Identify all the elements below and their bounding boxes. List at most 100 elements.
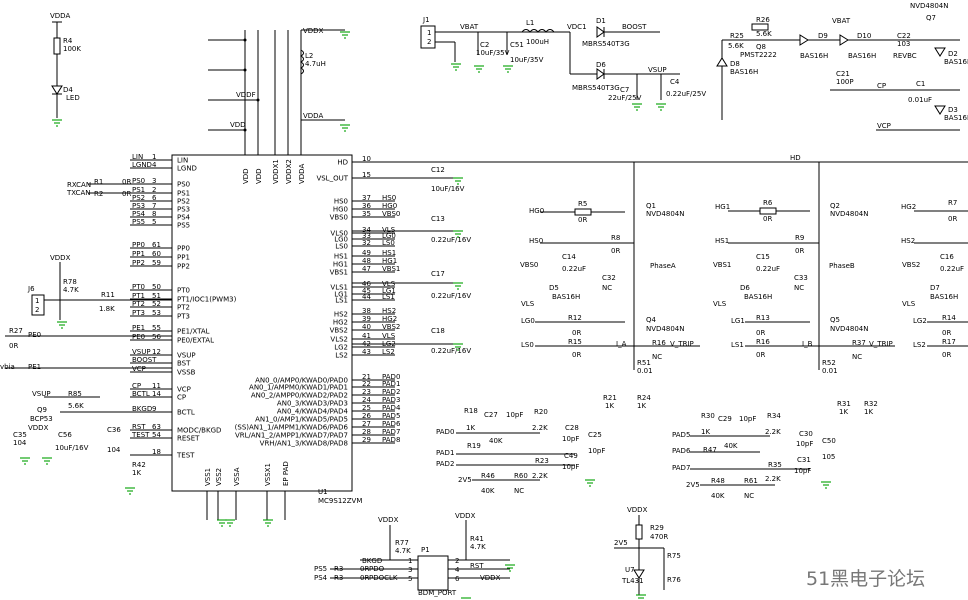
c27-val: 10pF <box>562 435 579 443</box>
r3-val: 0R <box>360 565 369 573</box>
ground-icon <box>453 177 463 185</box>
d6-ref: D6 <box>596 61 606 69</box>
c36-ref: C36 <box>107 426 121 434</box>
c2-val: 10uF/35V <box>476 49 510 57</box>
r27-val: 0R <box>9 342 18 350</box>
mcu-left-pin-num: 54 <box>152 431 161 439</box>
r41-val: 4.7K <box>470 543 486 551</box>
c12-ref: C12 <box>431 166 445 174</box>
mcu-left-pin-name: MODC/BKGD <box>177 427 221 435</box>
mcu-left-pin-num: 11 <box>152 382 161 390</box>
c31-val: 105 <box>822 453 835 461</box>
r85-val: 5.6K <box>68 402 84 410</box>
charge-pump: VBAT R25 5.6K R26 5.6K Q8 PMST2222 D8 BA… <box>716 2 968 131</box>
mcu-right-pin-name: AN0_4/KWAD4/PAD4 <box>277 408 349 416</box>
c17-val: 0.22uF/16V <box>431 292 471 300</box>
mcu-left-pin-name: VCP <box>177 386 191 394</box>
r47-ref: R47 <box>703 446 717 454</box>
d5-val: BAS16H <box>552 293 580 301</box>
mcu-left-pin-name: PS3 <box>177 206 190 214</box>
j6-pin1: 1 <box>35 297 39 305</box>
mcu-right-pin-name: LG0 <box>334 236 348 244</box>
mcu-top-pin-name: VDDX2 <box>285 159 293 184</box>
net-hg1-b: HG1 <box>715 203 730 211</box>
r75-ref: R75 <box>667 552 681 560</box>
r1-ref: R1 <box>94 178 103 186</box>
net-vddx-bdm2: VDDX <box>455 512 476 520</box>
ground-icon <box>632 103 642 111</box>
net-vtrip-b: V_TRIP <box>869 340 893 348</box>
net-vls-b: VLS <box>713 300 727 308</box>
mcu-left-pin-num: 7 <box>152 202 156 210</box>
mcu-right-pin-num: 25 <box>362 404 371 412</box>
c15-val: 0.22uF <box>756 265 780 273</box>
ground-icon <box>52 119 62 127</box>
r41-ref: R41 <box>470 535 484 543</box>
top-supply-wires <box>208 29 345 155</box>
mcu-right-pin-num: 23 <box>362 388 371 396</box>
net-vddc: VDDX <box>28 424 49 432</box>
net-vdc1: VDC1 <box>567 23 587 31</box>
net-hg2-c: HG2 <box>901 203 916 211</box>
mcu-right-pin-num: 47 <box>362 265 371 273</box>
net-hd: HD <box>790 154 801 162</box>
d8-val: BAS16H <box>730 68 758 76</box>
r48-val: 40K <box>711 492 725 500</box>
mcu-right-pin-name: AN0_2/AMPP0/KWAD2/PAD2 <box>251 392 348 400</box>
mcu-left-pin-name: PS5 <box>177 222 190 230</box>
mcu-left-net: RST <box>132 423 146 431</box>
r24-val: 1K <box>637 402 646 410</box>
bdm-pin4: 4 <box>455 566 460 574</box>
net-vls-c: VLS <box>902 300 916 308</box>
r77-ref: R77 <box>395 539 409 547</box>
mcu-left-pin-num: 6 <box>152 194 157 202</box>
mcu-left-pin-name: PT1/IOC1(PWM3) <box>177 296 237 304</box>
mcu-left-pin-name: PS4 <box>177 214 191 222</box>
d6b-ref: D6 <box>740 284 750 292</box>
ground-icon <box>340 31 350 39</box>
mcu-left-pin-name: PT2 <box>177 304 190 312</box>
r11-ref: R11 <box>101 291 115 299</box>
mcu-right-pin-num: 38 <box>362 307 371 315</box>
ground-icon <box>503 65 513 73</box>
c16-val: 0.22uF <box>940 265 964 273</box>
r26-val: 5.6K <box>756 30 772 38</box>
q9-ref: Q9 <box>37 406 47 414</box>
r46-ref: R46 <box>481 472 495 480</box>
net-pad2: PAD2 <box>436 460 454 468</box>
net-vbs1-b: VBS1 <box>713 261 731 269</box>
c29-val: 10pF <box>796 440 813 448</box>
mcu-left-pin-num: 5 <box>152 218 156 226</box>
r8-val: 0R <box>611 247 620 255</box>
mcu-right-pin-name: VRH/AN1_3/KWAD8/PAD8 <box>260 440 348 448</box>
bdm-pin6: 6 <box>455 575 460 583</box>
c14-ref: C14 <box>562 253 576 261</box>
d9-ref: D9 <box>818 32 828 40</box>
c29-ref: C30 <box>799 430 813 438</box>
r35-val: 2.2K <box>765 475 781 483</box>
r42-ref: R42 <box>132 461 146 469</box>
mcu-left-pin-name: LGND <box>177 165 197 173</box>
d8-ref: D8 <box>730 60 740 68</box>
d9-val: BAS16H <box>800 52 828 60</box>
net-pe1: PE1 <box>28 363 41 371</box>
mcu-left-pin-num: 50 <box>152 283 161 291</box>
mcu-right-pin-num: 46 <box>362 280 371 288</box>
mcu-right-net: HS1 <box>382 249 396 257</box>
mcu-right-pin-num: 34 <box>362 226 371 234</box>
mcu-bottom-pin-name: VSS1 <box>204 468 212 486</box>
mcu-part: MC9S12ZVM <box>318 497 362 505</box>
r51-val: 0.01 <box>637 367 653 375</box>
r8-ref: R8 <box>611 234 620 242</box>
mcu-left-net: PS1 <box>132 186 145 194</box>
r76-ref: R76 <box>667 576 681 584</box>
net-hs2-c: HS2 <box>901 237 915 245</box>
bdm-pin5: 5 <box>408 575 412 583</box>
d10-ref: D10 <box>857 32 871 40</box>
mcu-right-pin-name: HD <box>337 159 348 167</box>
mcu-left-net: BOOST <box>132 356 157 364</box>
net-vsup-top: VSUP <box>648 66 667 74</box>
q2-val: NVD4804N <box>830 210 868 218</box>
r42-val: 1K <box>132 469 141 477</box>
q4-ref: Q4 <box>646 316 657 324</box>
